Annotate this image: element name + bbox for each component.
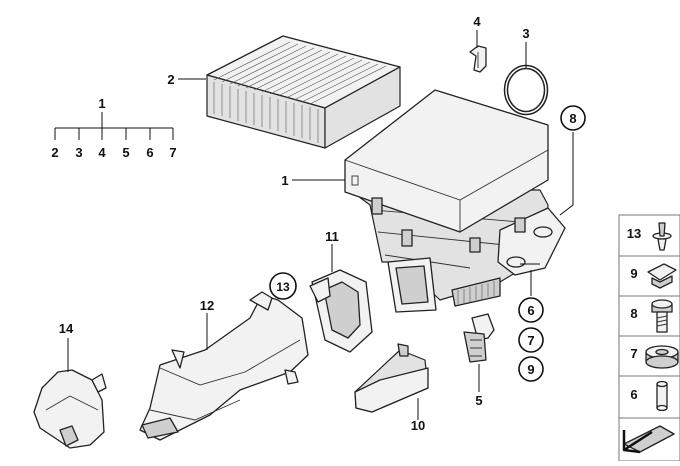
callout-14-label: 14 — [59, 321, 74, 336]
o-ring-seal — [503, 64, 549, 116]
leader-lines — [67, 30, 574, 420]
small-parts-panel: 13 9 8 7 6 — [618, 214, 680, 462]
callout-7-label: 7 — [527, 333, 534, 348]
air-cleaner-housing — [344, 89, 566, 313]
tree-root-label: 1 — [98, 96, 105, 111]
panel-item-label: 8 — [630, 306, 637, 321]
filter-pleats — [213, 41, 387, 143]
callout-11-label: 11 — [325, 229, 339, 244]
callout-13-label: 13 — [276, 280, 290, 294]
callout-12-label: 12 — [200, 298, 214, 313]
callout-circle — [518, 327, 544, 353]
callout-2-label: 2 — [167, 72, 174, 87]
tree-child-label: 3 — [75, 145, 82, 160]
cover-piece — [33, 369, 107, 449]
callout-9-label: 9 — [527, 362, 534, 377]
panel-item-label: 6 — [630, 387, 637, 402]
callout-circle — [518, 356, 544, 382]
callout-circle — [269, 272, 297, 300]
clip-part — [469, 45, 487, 73]
panel-cell — [618, 255, 680, 297]
callout-5-label: 5 — [475, 393, 482, 408]
tree-child-label: 7 — [169, 145, 176, 160]
callout-10-label: 10 — [411, 418, 425, 433]
tree-child-label: 6 — [146, 145, 153, 160]
tree-child-label: 5 — [122, 145, 129, 160]
callouts: 2 1 4 3 11 12 14 5 10 — [59, 14, 530, 433]
callout-6-label: 6 — [527, 303, 534, 318]
support-bracket — [354, 343, 429, 413]
callout-8-label: 8 — [569, 111, 576, 126]
tree-child-label: 2 — [51, 145, 58, 160]
callout-1-label: 1 — [281, 173, 288, 188]
panel-cell — [618, 375, 680, 419]
intake-funnel — [309, 269, 373, 353]
callout-3-label: 3 — [522, 26, 529, 41]
panel-item-label: 9 — [630, 266, 637, 281]
bolt-part — [651, 299, 673, 333]
panel-item-label: 13 — [627, 226, 641, 241]
grommet-part — [645, 345, 679, 369]
panel-item-label: 7 — [630, 346, 637, 361]
callout-circle — [518, 297, 544, 323]
spring-nut-part — [647, 263, 677, 289]
intake-duct — [139, 291, 309, 441]
callout-4-label: 4 — [473, 14, 481, 29]
tree-child-label: 4 — [98, 145, 106, 160]
air-filter-element — [206, 35, 401, 149]
bushing-part — [656, 380, 668, 412]
rivet-part — [652, 222, 672, 251]
circled-callouts: 8 13 6 7 9 — [269, 105, 586, 382]
assembly-tree: 1 2 3 4 5 6 7 — [51, 96, 176, 160]
callout-circle — [560, 105, 586, 131]
arrow-direction-icon — [622, 425, 675, 454]
sensor-part — [463, 313, 495, 363]
